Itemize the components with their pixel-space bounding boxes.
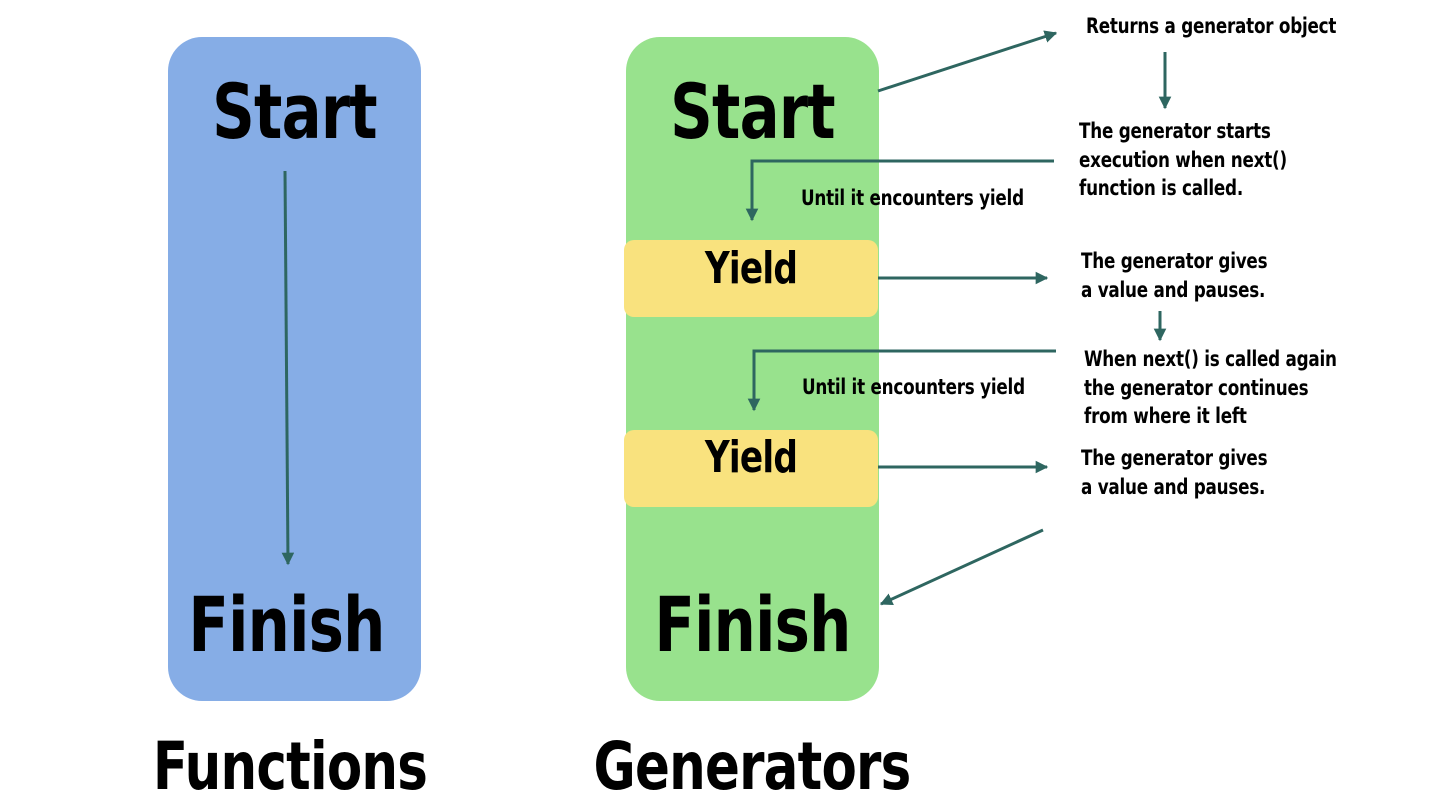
- yield-box-2: [624, 430, 878, 507]
- gives-note-2: The generator gives a value and pauses.: [1081, 444, 1268, 501]
- returns-note: Returns a generator object: [1086, 12, 1336, 41]
- functions-caption: Functions: [152, 728, 428, 805]
- yield-box-1: [624, 240, 878, 317]
- yield-label-2: Yield: [704, 432, 798, 483]
- called-again-note-line-2: the generator continues: [1084, 375, 1309, 400]
- next-to-yield-2-arrow: [747, 349, 1056, 412]
- return-to-finish-arrow: [879, 528, 1044, 606]
- yield-label-1: Yield: [704, 243, 798, 294]
- starts-note: The generator starts execution when next…: [1079, 117, 1287, 203]
- functions-start-label: Start: [212, 67, 377, 156]
- called-again-note-line-3: from where it left: [1084, 404, 1247, 428]
- gives-note-1-line-1: The generator gives: [1081, 249, 1268, 273]
- generators-start-label: Start: [670, 67, 835, 156]
- functions-finish-label: Finish: [188, 580, 385, 669]
- functions-column: [168, 37, 421, 701]
- starts-note-line-3: function is called.: [1079, 176, 1243, 200]
- gives-note-1: The generator gives a value and pauses.: [1081, 247, 1268, 304]
- starts-note-line-1: The generator starts: [1079, 119, 1271, 143]
- next-to-yield-1-arrow: [745, 159, 1054, 222]
- generators-caption: Generators: [593, 728, 911, 805]
- generators-finish-label: Finish: [654, 580, 851, 669]
- until-yield-label-1: Until it encounters yield: [801, 185, 1024, 210]
- called-again-note-line-1: When next() is called again: [1084, 347, 1337, 371]
- until-yield-label-2: Until it encounters yield: [802, 374, 1025, 399]
- functions-flow-arrow: [281, 170, 295, 566]
- start-to-returns-arrow: [877, 30, 1058, 93]
- starts-note-line-2: execution when next(): [1079, 147, 1287, 172]
- called-again-note: When next() is called again the generato…: [1084, 345, 1337, 431]
- gives-note-2-line-1: The generator gives: [1081, 446, 1268, 470]
- gives-note-1-line-2: a value and pauses.: [1081, 277, 1266, 302]
- gives-note-2-line-2: a value and pauses.: [1081, 474, 1266, 499]
- returns-note-line: Returns a generator object: [1086, 14, 1337, 38]
